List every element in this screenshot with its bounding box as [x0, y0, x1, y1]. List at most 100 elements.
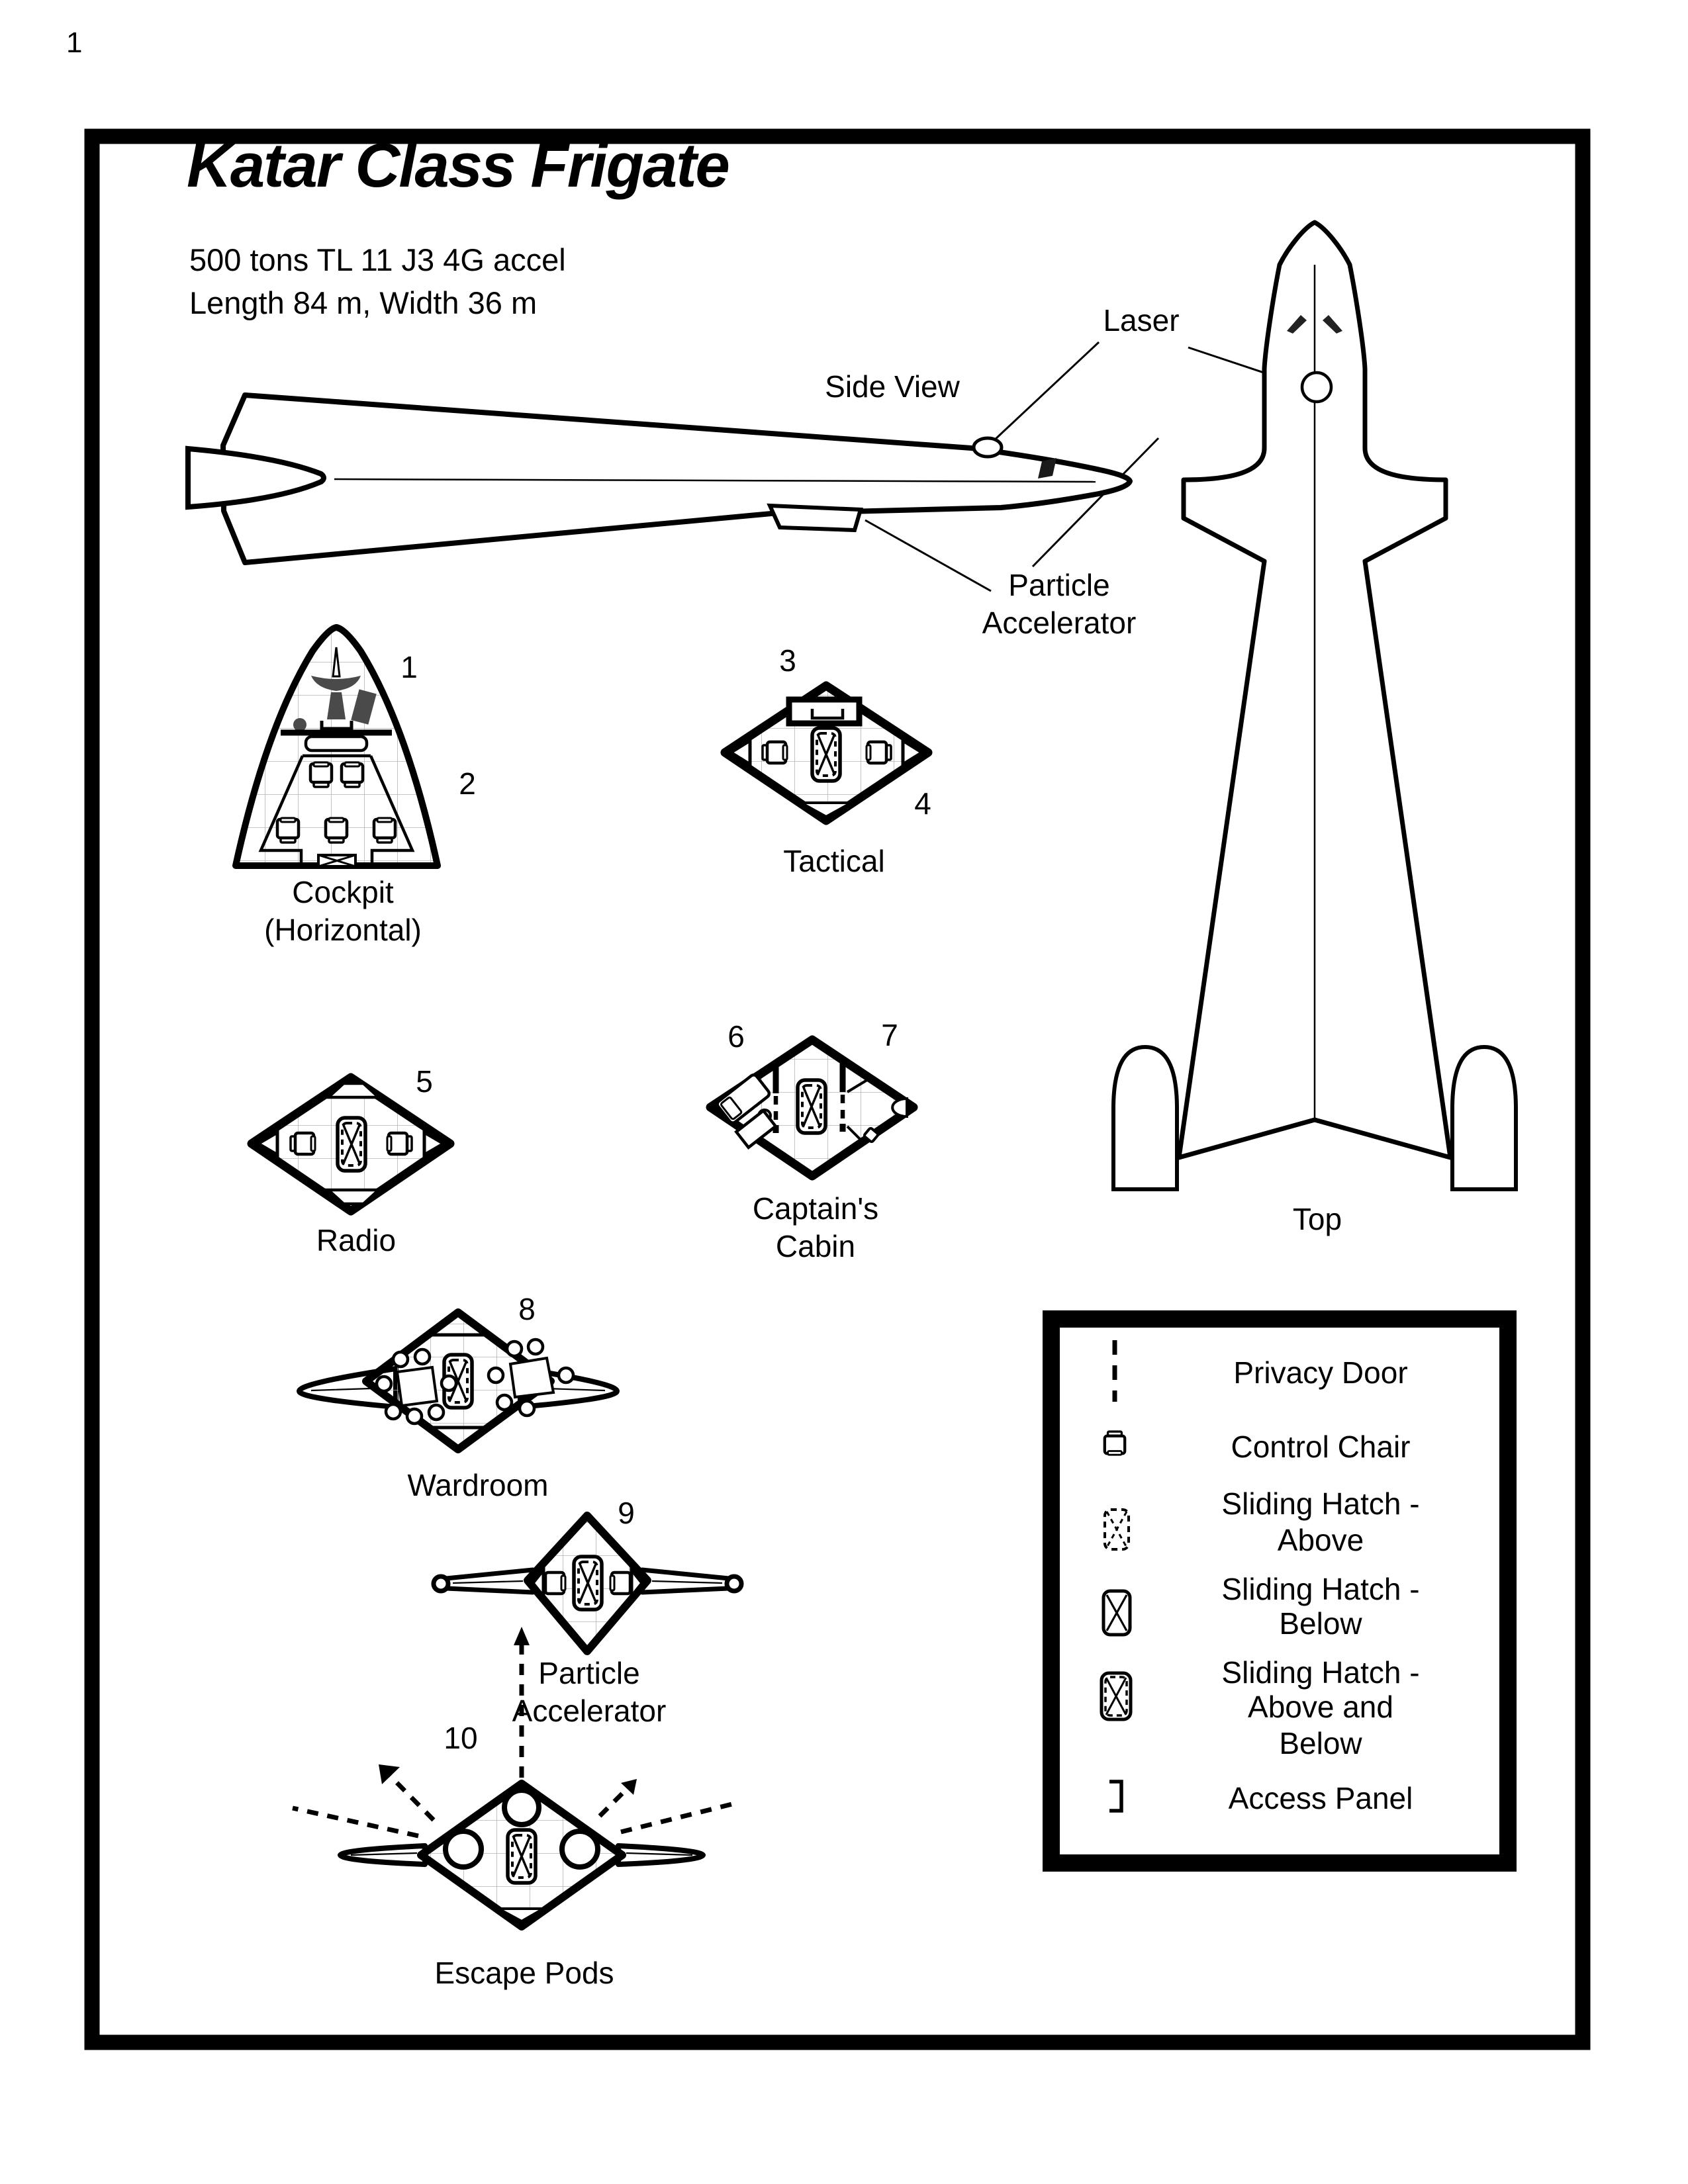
sliding-hatch-above-icon — [1103, 1508, 1130, 1551]
tactical-deck-plan — [720, 681, 933, 825]
escape-pod-right — [559, 1829, 600, 1870]
radio-left-access-panel — [255, 1129, 279, 1158]
pa-left-emitter — [431, 1574, 451, 1594]
side-view-label: Side View — [825, 369, 960, 404]
side-centerline — [334, 478, 1096, 483]
deck-number-7: 7 — [881, 1018, 898, 1052]
side-laser-turret — [972, 436, 1004, 459]
wardroom-deck-plan — [297, 1308, 620, 1453]
deck-number-1: 1 — [400, 650, 418, 684]
tactical-left-access-panel — [727, 737, 752, 768]
escape-bottom-vent — [498, 1907, 549, 1923]
tactical-bottom-vent — [800, 801, 852, 819]
laser-pointer-to-side-view — [993, 341, 1100, 441]
deck-number-6: 6 — [727, 1019, 745, 1054]
deck-number-5: 5 — [416, 1064, 433, 1099]
legend-control-chair-label: Control Chair — [1231, 1430, 1411, 1464]
top-left-canard — [1287, 315, 1307, 334]
tactical-console-bracket — [810, 709, 845, 720]
cockpit-interior-walls — [258, 754, 415, 864]
escape-trajectory-arrows — [292, 1641, 733, 1839]
legend-hatch-below-label-line2: Below — [1279, 1606, 1362, 1641]
top-right-canard — [1323, 315, 1342, 334]
top-left-engine-pod — [1111, 1044, 1179, 1191]
cockpit-deck-plan — [232, 624, 441, 869]
captains-cabin-deck-plan — [706, 1035, 918, 1181]
deck-number-10: 10 — [444, 1721, 478, 1755]
radio-right-access-panel — [422, 1129, 447, 1158]
legend-hatch-below-label-line1: Sliding Hatch - — [1221, 1572, 1420, 1606]
cabin-sink — [863, 1126, 880, 1144]
radio-top-vent — [324, 1081, 383, 1099]
side-particle-accelerator-bump — [767, 503, 863, 533]
deck-number-3: 3 — [779, 643, 796, 678]
deck-number-4: 4 — [914, 786, 931, 821]
deck-number-8: 8 — [518, 1292, 536, 1326]
particle-accelerator-deck-plan — [431, 1512, 744, 1655]
top-laser-turret — [1300, 371, 1333, 404]
escape-pods-label: Escape Pods — [434, 1956, 614, 1990]
escape-right-wing — [616, 1843, 706, 1867]
captains-cabin-label-line1: Captain's — [752, 1191, 879, 1226]
particle-accelerator-deck-label-line2: Accelerator — [512, 1694, 667, 1728]
wardroom-left-stools — [375, 1347, 458, 1426]
tactical-right-access-panel — [901, 737, 925, 768]
legend-hatch-above-label-line2: Above — [1277, 1523, 1364, 1557]
pa-pointer-to-side-view — [865, 519, 992, 592]
page-number: 1 — [66, 26, 83, 59]
sliding-hatch-above-below-icon — [1100, 1671, 1133, 1721]
spec-line-2: Length 84 m, Width 36 m — [189, 285, 538, 320]
page-frame — [84, 128, 1591, 2050]
side-cockpit-window — [1038, 458, 1056, 478]
pa-left-access-panel — [530, 1565, 545, 1602]
radio-label: Radio — [316, 1223, 397, 1257]
particle-accelerator-callout-line2: Accelerator — [982, 606, 1137, 640]
cockpit-console — [304, 735, 369, 752]
wardroom-right-stools — [487, 1338, 575, 1418]
deck-number-9: 9 — [618, 1496, 635, 1530]
side-engine-nacelle — [185, 445, 326, 510]
wardroom-right-table — [508, 1356, 555, 1399]
escape-pod-left — [443, 1829, 484, 1870]
laser-label: Laser — [1103, 303, 1180, 338]
side-hull — [220, 392, 1133, 565]
wardroom-left-table — [395, 1365, 439, 1408]
captains-cabin-label-line2: Cabin — [775, 1229, 856, 1263]
top-view-drawing — [1111, 220, 1518, 1191]
radio-deck-plan — [247, 1073, 455, 1216]
legend-hatch-above-label-line1: Sliding Hatch - — [1221, 1486, 1420, 1521]
legend-hatch-above-below-label-line1: Sliding Hatch - — [1221, 1655, 1420, 1690]
cockpit-console-bracket — [320, 721, 353, 731]
particle-accelerator-deck-label-line1: Particle — [538, 1656, 640, 1690]
escape-arrowheads — [379, 1627, 637, 1795]
wardroom-label: Wardroom — [407, 1468, 549, 1502]
escape-left-wing — [338, 1843, 428, 1867]
cabin-bed — [716, 1073, 771, 1124]
legend-hatch-above-below-label-line2: Above and — [1248, 1690, 1393, 1724]
tactical-label: Tactical — [783, 844, 885, 878]
tactical-alcove — [786, 696, 863, 727]
escape-pods-deck-plan — [292, 1627, 733, 1931]
cockpit-sensor-array — [293, 647, 377, 731]
top-right-engine-pod — [1450, 1044, 1518, 1191]
legend-privacy-door-label: Privacy Door — [1233, 1355, 1408, 1390]
pa-pointer-to-top-view — [1031, 437, 1160, 568]
cabin-desk — [734, 1109, 778, 1150]
legend-box — [1043, 1310, 1517, 1872]
pa-right-emitter — [724, 1574, 744, 1594]
cabin-partition — [846, 1066, 874, 1144]
access-panel-icon — [1109, 1780, 1123, 1813]
escape-pod-top — [502, 1788, 541, 1827]
cabin-toilet — [891, 1097, 908, 1118]
wardroom-walls — [429, 1333, 488, 1430]
cockpit-floor-hatch — [317, 854, 357, 868]
cockpit-label-line2: (Horizontal) — [264, 913, 422, 947]
particle-accelerator-callout-line1: Particle — [1008, 568, 1110, 602]
deck-number-2: 2 — [459, 766, 476, 801]
side-view-drawing — [185, 392, 1133, 565]
cockpit-label-line1: Cockpit — [292, 875, 394, 909]
legend-hatch-above-below-label-line3: Below — [1279, 1726, 1362, 1760]
legend-access-panel-label: Access Panel — [1228, 1781, 1413, 1815]
